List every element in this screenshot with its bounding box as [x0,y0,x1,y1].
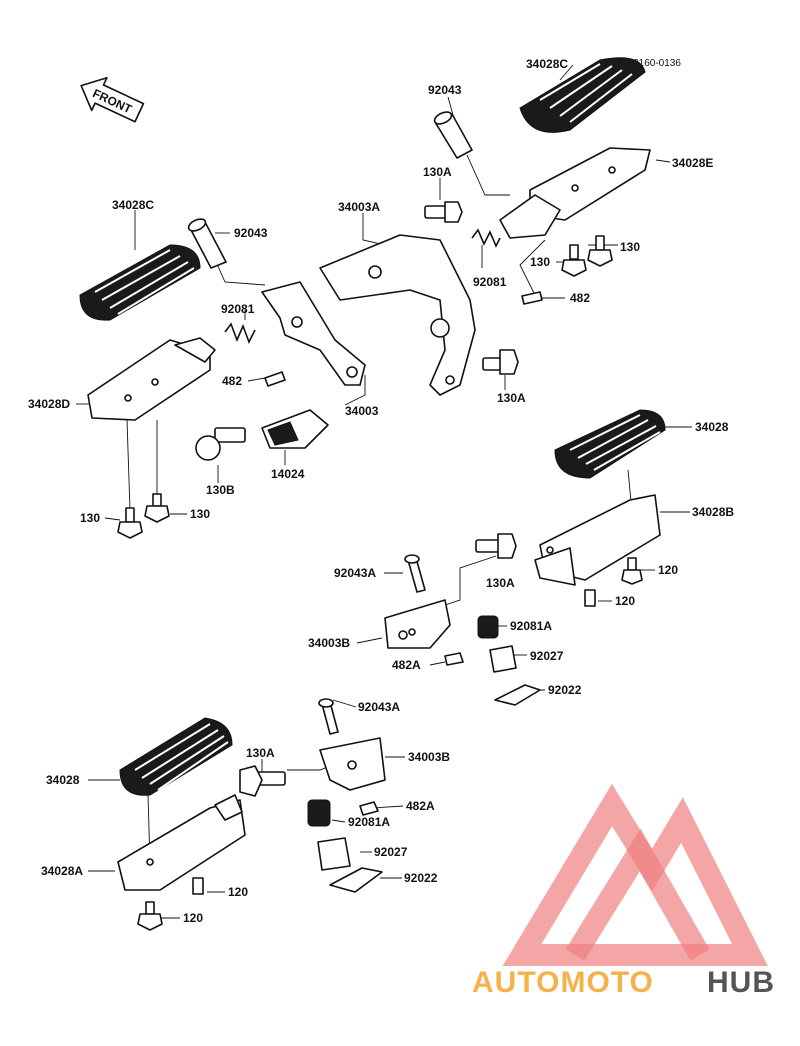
bolt-130A-right [475,533,517,559]
label-34003: 34003 [345,404,379,418]
switch-14024 [261,409,329,449]
watermark-text-part1: AUTOMOTO [472,966,654,999]
label-34028E: 34028E [672,156,713,170]
label-130A-top: 130A [423,165,452,179]
label-34028-bottom: 34028 [46,773,80,787]
label-130A-right: 130A [486,576,515,590]
part-92022-right [494,684,541,706]
label-120-right-1: 120 [658,563,678,577]
label-482A-bottom: 482A [406,799,435,813]
label-34028-right: 34028 [695,420,729,434]
clip-482A-right [444,652,464,666]
label-14024: 14024 [271,467,305,481]
bolt-130-left-b [144,493,170,523]
bolt-130A-mid [482,349,519,375]
label-130A-bottom: 130A [246,746,275,760]
label-130A-mid: 130A [497,391,526,405]
rubber-34028C-top [519,57,646,133]
bolt-130-left-a [117,507,143,539]
footpeg-34028B [534,494,661,586]
bolt-130B [195,427,246,461]
label-120-right-2: 120 [615,594,635,608]
label-34028B: 34028B [692,505,734,519]
label-34003B-right: 34003B [308,636,350,650]
spring-92081-top [471,228,501,248]
label-130-right-2: 130 [530,255,550,269]
pin-92043-left [187,218,227,269]
watermark-logo: AUTOMOTO HUB [472,783,775,999]
footpeg-34028A [117,794,246,891]
label-92043A-right: 92043A [334,566,376,580]
footpeg-34028D [87,337,216,421]
spring-92081A-bottom [307,799,331,827]
clip-482-top [521,291,543,305]
bolt-120-bottom-a [192,877,204,895]
label-92043A-bottom: 92043A [358,700,400,714]
part-92027-right [489,645,517,673]
label-92022-bottom: 92022 [404,871,438,885]
bolt-130A-top [424,201,463,223]
part-labels: 34028C 34028E 92043 130A 34003A 92081 13… [28,57,734,925]
label-92081A-bottom: 92081A [348,815,390,829]
watermark-text-part2: HUB [707,966,775,999]
label-120-bottom-2: 120 [183,911,203,925]
spring-92081A-right [477,615,499,639]
label-34028C-left: 34028C [112,198,154,212]
bolt-130-right-b [587,235,613,267]
label-130-right-1: 130 [620,240,640,254]
part-92022-bottom [329,867,383,893]
bolt-120-bottom-b [137,901,163,931]
bolt-130A-bottom [239,765,286,797]
clip-482A-bottom [359,801,379,816]
label-92022-right: 92022 [548,683,582,697]
label-34003A: 34003A [338,200,380,214]
leader-lines [76,64,692,919]
watermark-triangle-icon [502,783,768,966]
label-482-top: 482 [570,291,590,305]
rubber-34028-bottom [119,717,233,796]
pin-92043A-bottom [318,698,339,735]
bolt-120-right-b [584,589,596,607]
bracket-34003B-right [384,599,451,649]
rubber-34028-right [554,409,666,479]
bolt-120-right-a [621,557,643,585]
clip-482-left [264,371,286,387]
bracket-34003A [319,234,476,396]
label-34003B-bottom: 34003B [408,750,450,764]
bolt-130-right-a [561,244,587,277]
label-92027-bottom: 92027 [374,845,408,859]
label-92081A-right: 92081A [510,619,552,633]
label-92081-left: 92081 [221,302,255,316]
label-120-bottom-1: 120 [228,885,248,899]
pin-92043-top [433,111,473,159]
bracket-34003 [261,281,366,386]
label-34028C-top: 34028C [526,57,568,71]
front-arrow-icon: FRONT [80,76,145,123]
label-130B: 130B [206,483,235,497]
bracket-34003B-bottom [319,737,386,791]
label-34028A: 34028A [41,864,83,878]
label-130-left-2: 130 [190,507,210,521]
spring-92081-left [224,322,256,344]
label-130-left-1: 130 [80,511,100,525]
label-34028D: 34028D [28,397,70,411]
pin-92043A-right [404,554,426,593]
label-92081-top: 92081 [473,275,507,289]
label-92027-right: 92027 [530,649,564,663]
footpeg-34028E [499,147,651,239]
rubber-34028C-left [79,244,201,321]
part-92027-bottom [317,837,351,871]
label-482A-right: 482A [392,658,421,672]
label-92043-top: 92043 [428,83,462,97]
figure-code: F2160-0136 [627,58,681,69]
label-92043-left: 92043 [234,226,268,240]
label-482-left: 482 [222,374,242,388]
